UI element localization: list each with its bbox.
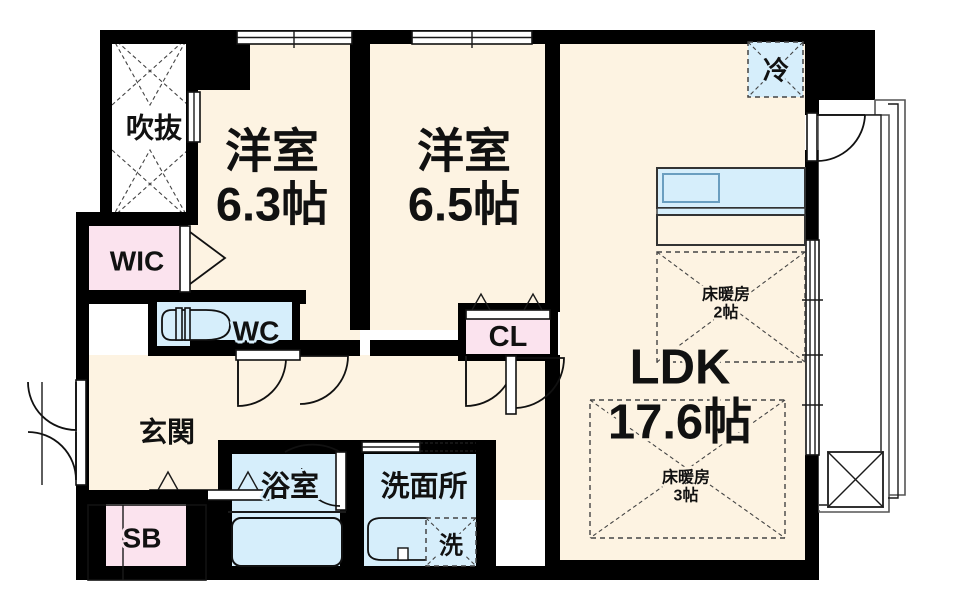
sliding-door-ldk	[802, 239, 823, 456]
door-bedroom-left	[237, 356, 287, 407]
door-hall-ldk	[505, 355, 565, 415]
toilet-fixture	[161, 307, 231, 341]
room-label-wic: WIC	[109, 245, 165, 277]
window-void-side	[187, 91, 201, 143]
washer-label: 洗	[439, 532, 463, 560]
balcony-door-upper	[806, 112, 866, 162]
floor-heating-zone-upper	[656, 251, 806, 363]
room-label-washroom: 洗面所	[380, 470, 468, 503]
floor-heating-zone-lower	[589, 399, 786, 539]
floor-heating-label-lower: 床暖房 3帖	[661, 469, 711, 505]
room-label-cl: CL	[488, 320, 528, 353]
room-label-bedroom-right: 洋室 6.5帖	[407, 124, 521, 231]
kitchen-counter	[656, 167, 806, 246]
window-bedroom-left	[236, 30, 353, 48]
room-label-wc: WC	[232, 315, 280, 347]
room-label-void: 吹抜	[125, 112, 183, 144]
room-label-sb: SB	[122, 522, 162, 554]
balcony-utility-box	[827, 451, 884, 508]
room-label-ldk: LDK 17.6帖	[607, 340, 753, 450]
refrigerator-space	[747, 41, 804, 98]
door-washroom	[361, 441, 476, 453]
bathtub-fixture	[228, 511, 346, 567]
washer-space	[425, 517, 477, 567]
door-wic	[179, 225, 227, 293]
entrance-door	[27, 379, 87, 486]
room-label-bath: 浴室	[260, 470, 320, 503]
room-label-genkan: 玄関	[138, 416, 196, 448]
window-bedroom-right	[411, 30, 533, 48]
balcony	[818, 99, 906, 513]
door-wc	[235, 349, 349, 405]
shoe-box-outline	[87, 504, 207, 581]
refrigerator-label: 冷	[762, 55, 790, 86]
floor-heating-label-upper: 床暖房 2帖	[701, 286, 751, 322]
room-label-bedroom-left: 洋室 6.3帖	[215, 124, 329, 231]
door-bath	[284, 443, 347, 511]
